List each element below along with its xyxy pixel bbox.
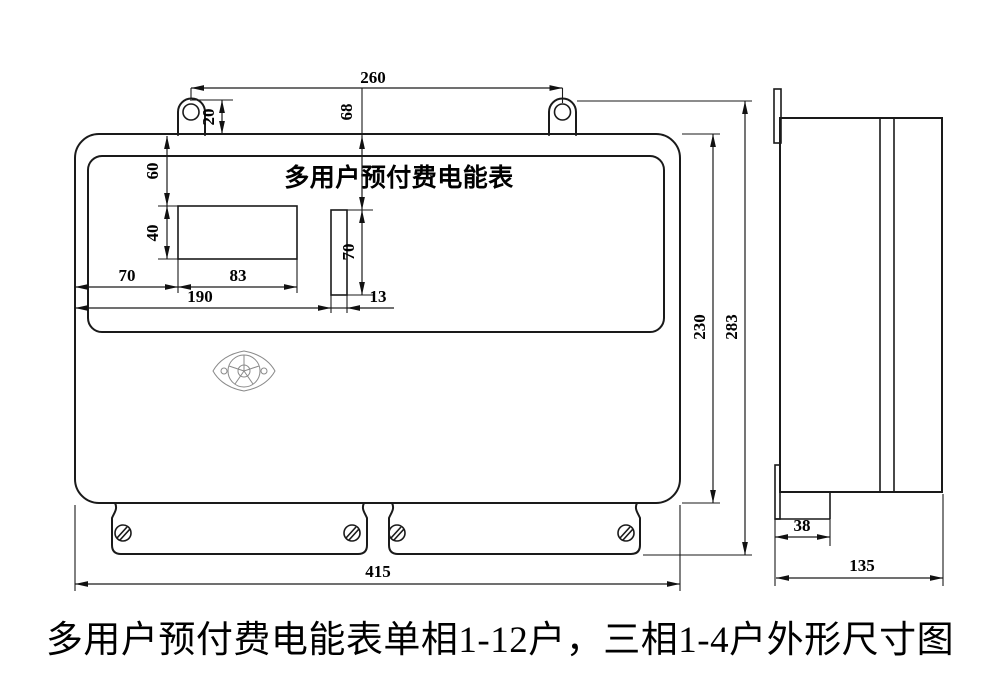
- display-window: [177, 205, 298, 260]
- dim-label: 415: [365, 562, 391, 581]
- dim-label: 190: [187, 287, 213, 306]
- side-mounting-tab-bottom: [774, 464, 781, 520]
- mounting-hole-right: [553, 103, 572, 121]
- dim-label: 70: [119, 266, 136, 285]
- terminal-cover-right: [388, 502, 641, 555]
- card-slot: [330, 209, 348, 296]
- dim-label: 40: [143, 225, 162, 242]
- enclosure-outline: [74, 133, 681, 504]
- dim-display-height: 40: [143, 205, 178, 260]
- cover-panel-outline: [87, 155, 665, 333]
- screw-icon: [114, 524, 132, 542]
- front-view: 多用户预付费电能表: [74, 97, 681, 555]
- dim-label: 20: [199, 109, 218, 126]
- screw-icon: [343, 524, 361, 542]
- terminal-cover-left: [111, 502, 368, 555]
- dim-label: 260: [360, 68, 386, 87]
- dim-display-from-left: 70: [75, 259, 179, 293]
- dim-label: 230: [690, 314, 709, 340]
- dim-label: 70: [339, 244, 358, 261]
- dim-label: 135: [849, 556, 875, 575]
- screw-icon: [617, 524, 635, 542]
- dim-slot-height: 70: [339, 209, 373, 296]
- dim-body-height: 230: [682, 133, 720, 504]
- dim-overall-depth: 135: [776, 494, 944, 586]
- dim-mount-hole-span: 260: [190, 68, 564, 103]
- dim-terminal-step-depth: 38: [774, 516, 831, 586]
- mounting-hole-left: [182, 103, 200, 121]
- dim-lug-hole-offset: 20: [192, 99, 233, 134]
- meter-label: 多用户预付费电能表: [284, 163, 514, 192]
- dim-label: 60: [143, 163, 162, 180]
- drawing-title: 多用户预付费电能表单相1-12户，三相1-4户外形尺寸图: [46, 619, 954, 661]
- dim-label: 38: [794, 516, 811, 535]
- dim-overall-width: 415: [74, 505, 681, 591]
- dim-label: 68: [337, 104, 356, 121]
- dimension-annotations: 260 20 68 60 40 70: [74, 68, 944, 591]
- seal-icon: [212, 350, 276, 392]
- dim-label: 283: [722, 314, 741, 340]
- screw-icon: [388, 524, 406, 542]
- mounting-lug-right: [548, 97, 577, 136]
- dim-label: 13: [370, 287, 387, 306]
- side-view: [773, 88, 943, 520]
- side-terminal-step: [775, 492, 831, 520]
- side-body-outline: [779, 117, 943, 493]
- dim-label: 83: [230, 266, 247, 285]
- dim-display-from-top: 60: [143, 136, 170, 206]
- dim-display-width: 83: [178, 259, 298, 293]
- side-mounting-tab-top: [773, 88, 782, 144]
- dim-slot-width: 13: [331, 287, 394, 313]
- dim-slot-from-left: 190: [75, 287, 332, 313]
- dim-overall-height: 283: [577, 100, 752, 556]
- dim-slot-from-top: 68: [337, 88, 365, 210]
